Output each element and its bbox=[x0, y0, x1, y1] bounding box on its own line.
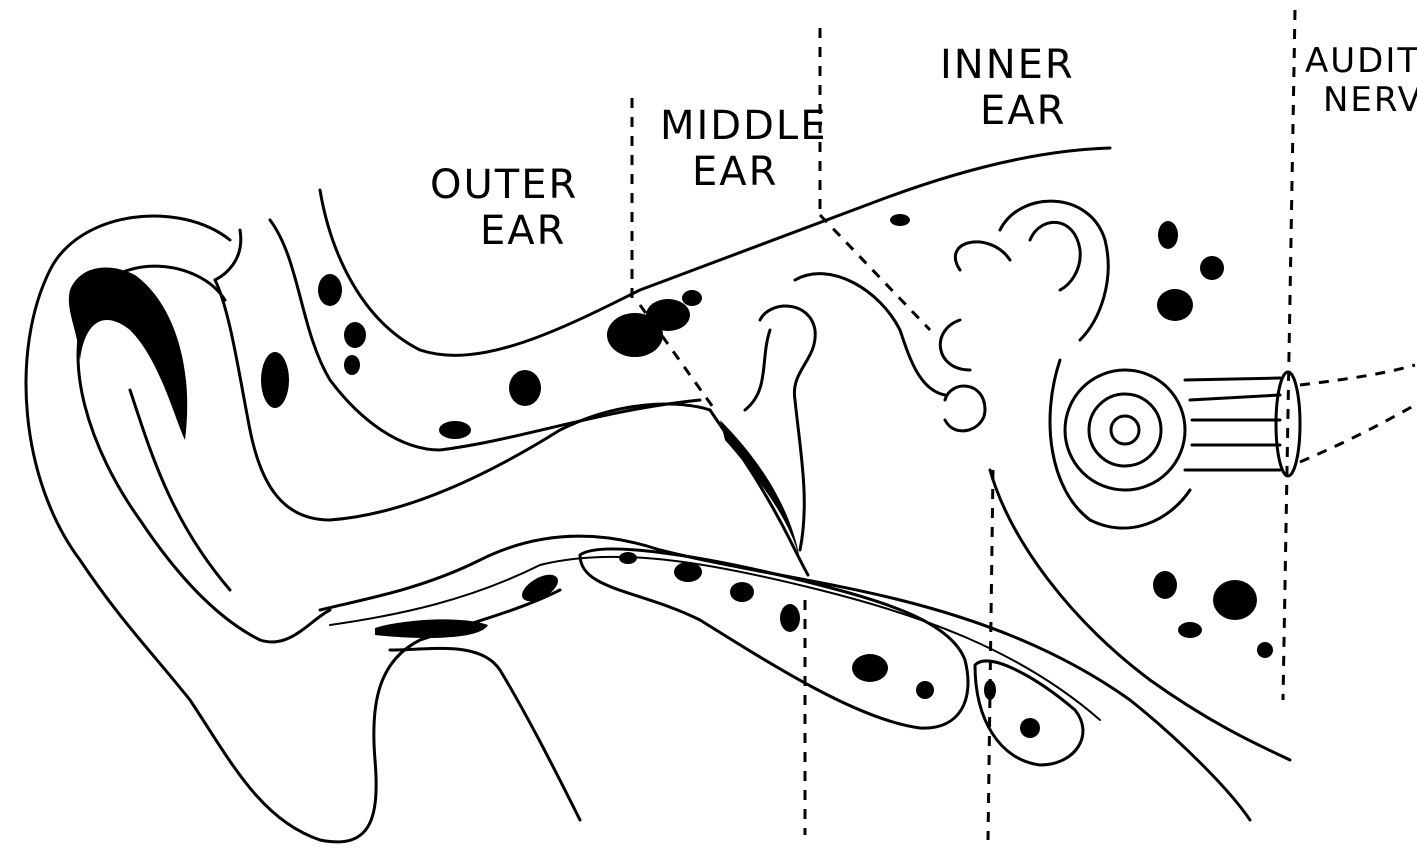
pinna-inner-fold bbox=[78, 266, 330, 642]
auditory-nerve-label: AUDITO NERV bbox=[1305, 42, 1417, 120]
inner-ear-label-line1: INNER bbox=[940, 42, 1075, 88]
pointer-inner bbox=[820, 215, 930, 330]
jaw-line bbox=[390, 648, 580, 820]
middle-ear-label-line2: EAR bbox=[660, 149, 827, 195]
divider-inner-nerve bbox=[1283, 10, 1295, 700]
auditory-nerve-label-line1: AUDITO bbox=[1305, 42, 1417, 81]
outer-ear-label-line2: EAR bbox=[430, 208, 578, 254]
lower-bone-pocket-2 bbox=[975, 661, 1083, 765]
cochlea-core bbox=[1111, 416, 1139, 444]
nerve-cut-end bbox=[1276, 372, 1300, 476]
outer-ear-label-line1: OUTER bbox=[430, 162, 578, 208]
middle-ear-label: MIDDLE EAR bbox=[660, 103, 827, 195]
nerve-pointer-1 bbox=[1300, 365, 1415, 385]
cochlea-inner bbox=[1089, 394, 1161, 466]
nerve-pointer-2 bbox=[1300, 405, 1415, 462]
inner-ear-label-line2: EAR bbox=[940, 88, 1075, 134]
canal-lower-inner bbox=[330, 557, 1100, 720]
auditory-nerve-label-line2: NERV bbox=[1305, 81, 1417, 120]
lower-bone-pocket bbox=[580, 549, 968, 728]
semicircular-canals bbox=[940, 201, 1108, 431]
stapes-link bbox=[795, 274, 945, 395]
canal-lower-wall bbox=[320, 536, 1250, 820]
cochlea bbox=[1065, 370, 1185, 490]
divider-inner-lower bbox=[988, 470, 993, 840]
auditory-nerve-bundle bbox=[1185, 378, 1280, 470]
ossicles bbox=[745, 306, 815, 550]
middle-ear-label-line1: MIDDLE bbox=[660, 103, 827, 149]
inner-ear-label: INNER EAR bbox=[940, 42, 1075, 134]
outer-ear-label: OUTER EAR bbox=[430, 162, 578, 254]
